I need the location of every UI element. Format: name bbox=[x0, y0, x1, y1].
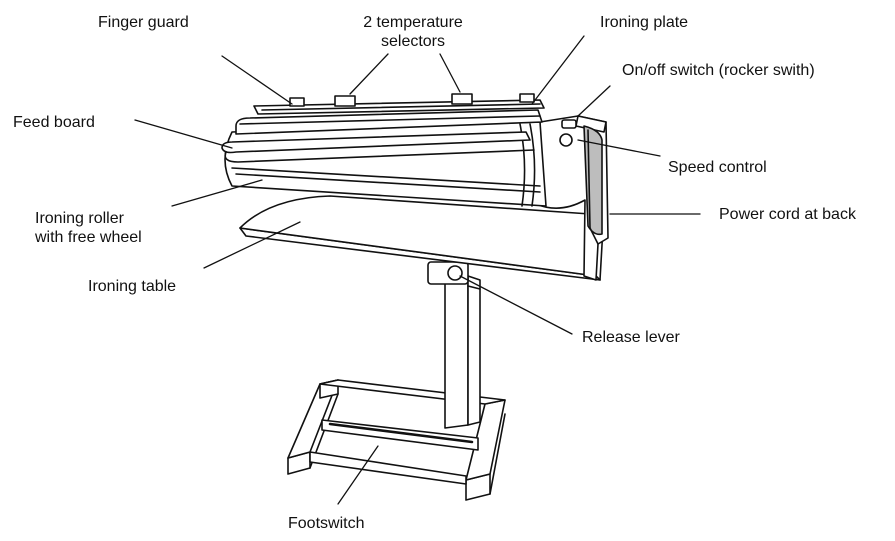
label-feed-board: Feed board bbox=[13, 114, 95, 131]
label-ironing-roller-line2: with free wheel bbox=[35, 229, 142, 246]
finger-guard bbox=[253, 93, 545, 115]
label-temperature-selectors-line2: selectors bbox=[380, 33, 446, 50]
label-ironing-plate: Ironing plate bbox=[600, 14, 689, 31]
label-finger-guard: Finger guard bbox=[98, 14, 189, 31]
label-temperature-selectors-line1: 2 temperature bbox=[363, 14, 463, 31]
right-housing bbox=[535, 115, 609, 281]
label-power-cord: Power cord at back bbox=[719, 206, 856, 223]
label-ironing-table: Ironing table bbox=[88, 278, 177, 295]
label-ironing-roller-line1: Ironing roller bbox=[35, 210, 124, 227]
label-release-lever: Release lever bbox=[582, 329, 680, 346]
release-lever bbox=[427, 261, 469, 285]
label-speed-control: Speed control bbox=[668, 159, 767, 176]
stand-column bbox=[444, 275, 481, 429]
leader-lines bbox=[134, 35, 701, 505]
label-temperature-selectors: 2 temperature selectors bbox=[348, 13, 478, 51]
label-on-off-switch: On/off switch (rocker swith) bbox=[622, 62, 815, 79]
feed-board bbox=[221, 131, 535, 163]
label-ironing-roller: Ironing roller with free wheel bbox=[35, 209, 142, 247]
ironing-plate bbox=[235, 109, 543, 135]
ironing-table bbox=[239, 195, 605, 281]
label-footswitch: Footswitch bbox=[288, 515, 365, 532]
